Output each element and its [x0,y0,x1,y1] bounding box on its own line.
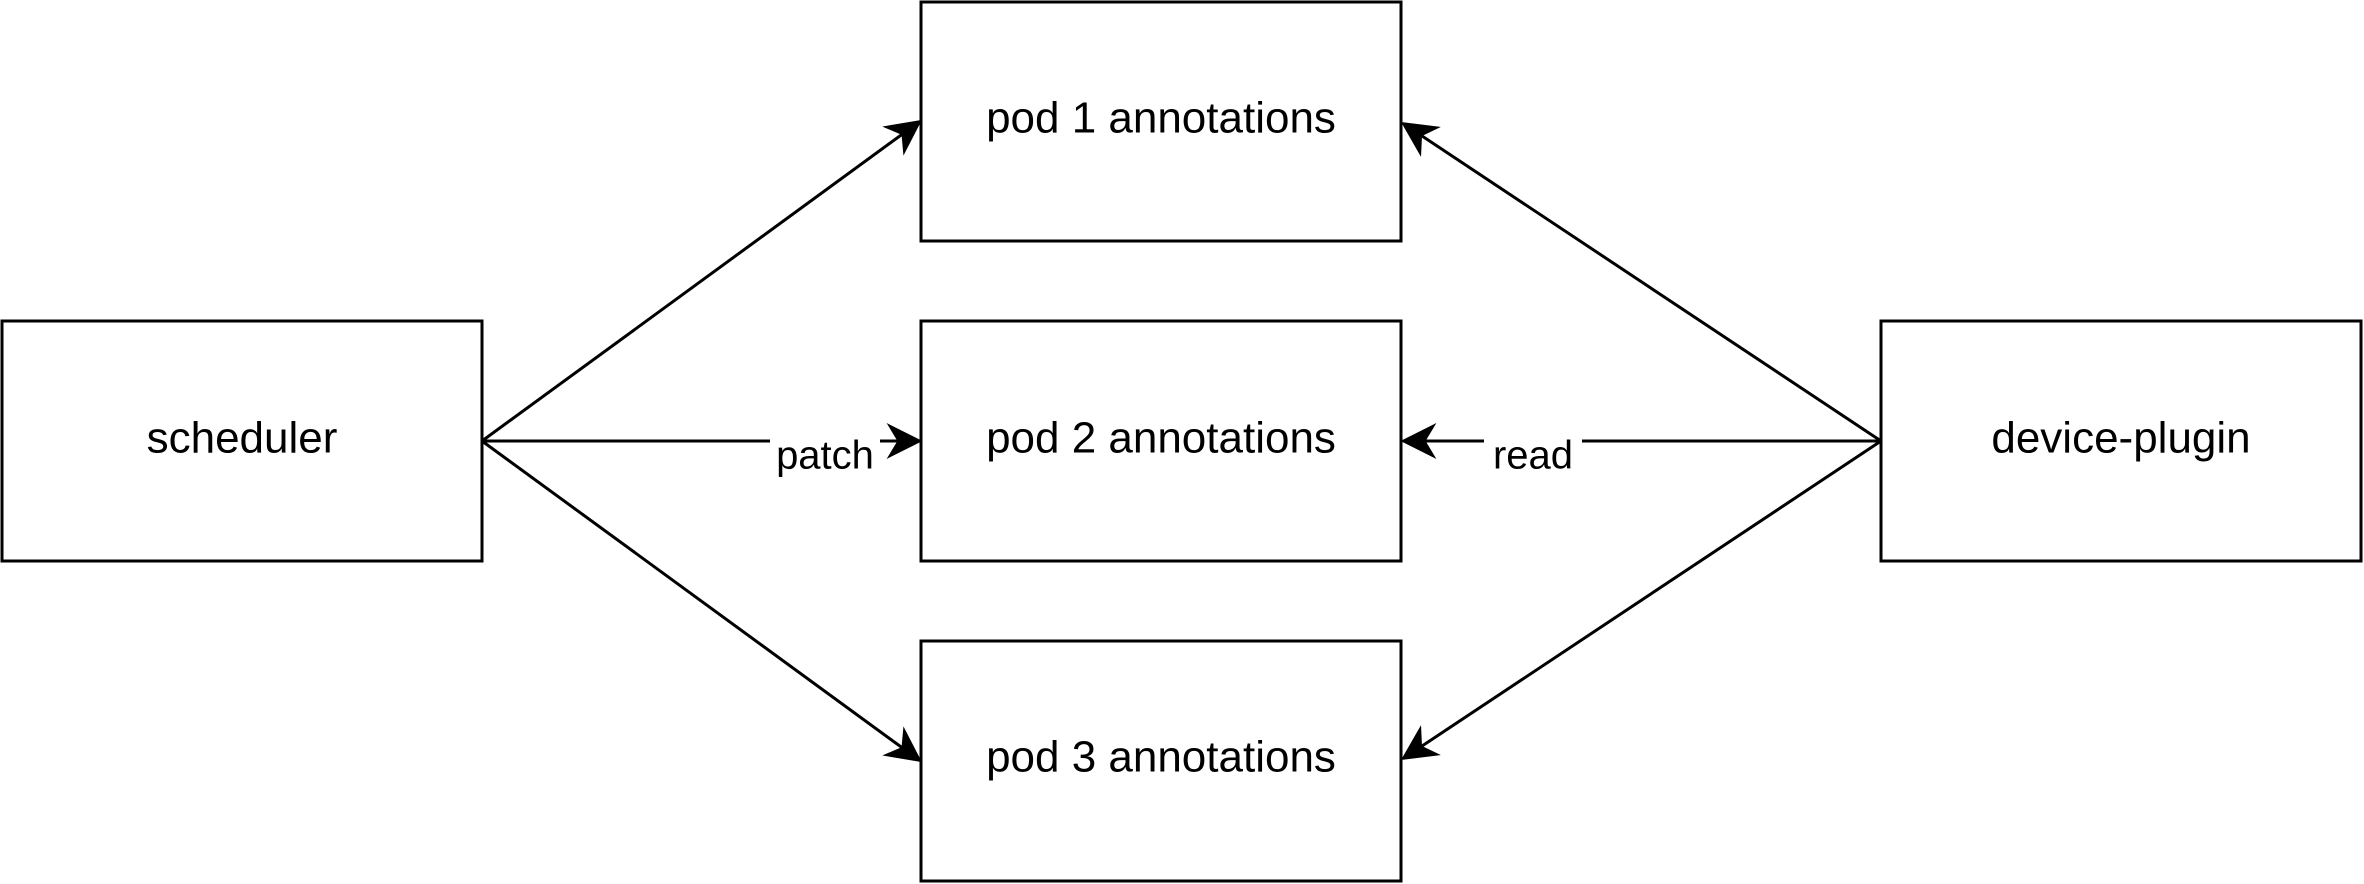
pod-3-label: pod 3 annotations [986,733,1336,782]
node-device-plugin: device-plugin [1879,319,2363,563]
pod-1-label: pod 1 annotations [986,94,1336,143]
read-label: read [1493,434,1573,478]
pod-2-label: pod 2 annotations [986,414,1336,463]
node-pod-2-annotations: pod 2 annotations [919,319,1403,563]
edge-device-plugin-to-pod3 [1401,439,1882,760]
edge-device-plugin-to-pod1 [1401,122,1882,443]
edge-scheduler-to-pod3 [481,439,922,763]
edge-scheduler-to-pod1 [481,119,922,443]
scheduler-label: scheduler [147,414,338,463]
device-plugin-label: device-plugin [1991,414,2250,463]
node-scheduler: scheduler [0,319,484,563]
edge-label-patch: patch [770,430,880,482]
patch-label: patch [776,434,874,478]
node-pod-1-annotations: pod 1 annotations [919,0,1403,243]
edge-label-read: read [1484,430,1582,482]
node-pod-3-annotations: pod 3 annotations [919,639,1403,883]
